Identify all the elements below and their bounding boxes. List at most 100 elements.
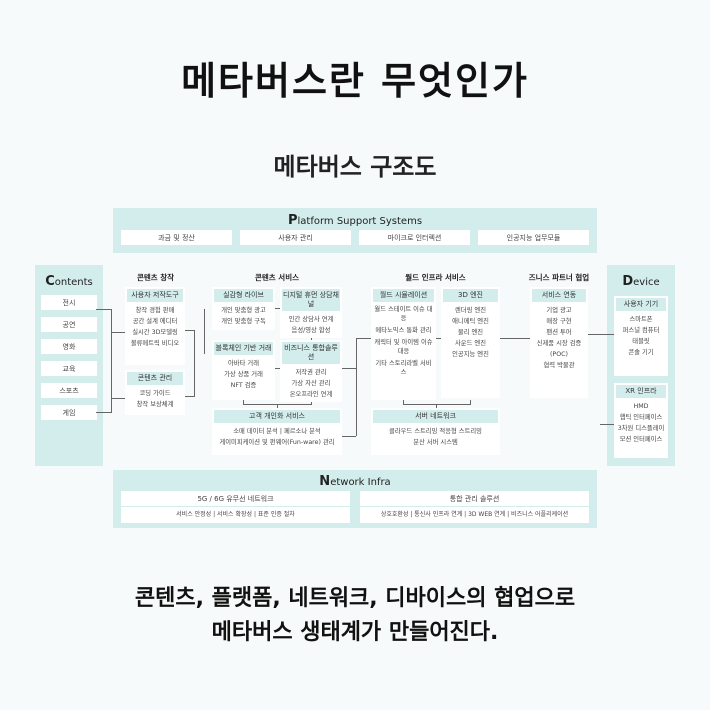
box-item: 소매 데이터 분석 | 페르소나 분석	[233, 428, 321, 435]
box-item: 개인 맞춤형 구독	[221, 318, 266, 325]
box-item: 게이미피케이션 및 펀웨어(Fun-ware) 관리	[219, 439, 335, 446]
box-header: 비즈니스 통합솔루션	[280, 340, 342, 364]
platform-item: 과금 및 정산	[121, 230, 232, 245]
box-item: 캐릭터 및 아이템 이슈 대응	[374, 339, 433, 355]
diagram-subtitle: 메타버스 구조도	[273, 153, 437, 181]
box-item: 클라우드 스트리밍 적응형 스트리밍	[389, 428, 482, 435]
box-header: XR 인프라	[614, 383, 668, 398]
box-header: 월드 시뮬레이션	[371, 287, 436, 302]
box-item: 기업 광고	[546, 307, 572, 314]
box-header: 서비스 연동	[530, 287, 588, 302]
column-header-service: 콘텐츠 서비스	[254, 273, 299, 282]
contents-item: 전시	[41, 295, 97, 310]
platform-item: 인공지능 업무모듈	[478, 230, 589, 245]
box-item: 개인 맞춤형 광고	[221, 307, 266, 314]
contents-panel: Contents 전시 공연 영화 교육 스포츠 게임	[35, 265, 103, 466]
box-item: 햅틱 인터페이스	[619, 414, 663, 421]
box-item: NFT 검증	[230, 382, 257, 389]
page-title: 메타버스란 무엇인가	[181, 59, 529, 103]
box-item: 메타노믹스 통화 관리	[375, 327, 432, 334]
network-mgmt-items: 상호호환성 | 통신사 인프라 연계 | 3D WEB 연계 | 비즈니스 어플…	[360, 507, 589, 523]
box-item: 공간 설계 에디터	[132, 318, 178, 325]
box-item: 분산 서버 시스템	[413, 439, 458, 446]
box-header: 사용자 저작도구	[125, 287, 185, 302]
box-item: 온오프라인 연계	[289, 391, 333, 398]
box-header: 서버 네트워크	[371, 408, 500, 423]
platform-item: 사용자 관리	[240, 230, 351, 245]
box-item: 볼류메트릭 비디오	[130, 340, 180, 347]
network-mgmt-header: 통합 관리 솔루션	[360, 491, 589, 507]
box-item: 스마트폰	[629, 316, 653, 323]
box-item: 신제품 시장 검증	[536, 340, 582, 347]
box-header: 사용자 기기	[614, 296, 668, 311]
box-item: 모션 인터페이스	[619, 436, 663, 443]
platform-title: Platform Support Systems	[287, 213, 423, 228]
box-item: 콘솔 기기	[628, 349, 654, 356]
box-item: 음성/영상 합성	[291, 327, 331, 334]
box-header: 콘텐츠 관리	[125, 370, 185, 385]
box-header: 3D 엔진	[441, 287, 500, 302]
bottom-caption: 콘텐츠, 플랫폼, 네트워크, 디바이스의 협업으로 메타버스 생태계가 만들어…	[0, 582, 710, 650]
box-item: 월드 스테이트 이슈 대응	[374, 306, 433, 322]
box-header: 블록체인 기반 거래	[212, 340, 275, 355]
column-header-world: 월드 인프라 서비스	[405, 273, 466, 282]
contents-item: 공연	[41, 317, 97, 332]
contents-title: Contents	[45, 274, 93, 289]
platform-support-panel: Platform Support Systems 과금 및 정산 사용자 관리 …	[113, 208, 597, 253]
caption-line: 콘텐츠, 플랫폼, 네트워크, 디바이스의 협업으로	[134, 586, 576, 611]
contents-item: 교육	[41, 361, 97, 376]
box-item: 저작권 관리	[295, 369, 327, 376]
box-item: 창작 보상체계	[136, 401, 174, 408]
box-header: 디지털 휴먼 상담채널	[280, 287, 342, 311]
box-item: 협력 박물관	[543, 362, 575, 369]
box-item: 팬션 투어	[546, 329, 572, 336]
caption-line: 메타버스 생태계가 만들어진다.	[211, 620, 499, 645]
box-item: 3차원 디스플레이	[617, 425, 665, 432]
box-item: 퍼스널 컴퓨터	[622, 327, 660, 334]
box-header: 고객 개인화 서비스	[212, 408, 342, 423]
box-header: 실감형 라이브	[212, 287, 275, 302]
box-item: 실시간 3D모델링	[132, 329, 178, 336]
box-item: 코딩 가이드	[139, 390, 171, 397]
box-item: 기타 스토리라벨 서비스	[375, 360, 432, 376]
contents-item: 영화	[41, 339, 97, 354]
box-item: (POC)	[549, 351, 569, 358]
device-title: Device	[622, 274, 660, 289]
network-infra-panel: Network Infra 5G / 6G 유무선 네트워크 서비스 안정성 |…	[113, 470, 597, 528]
box-item: 애니메틱 엔진	[452, 318, 489, 325]
platform-item: 마이크로 인터렉션	[359, 230, 470, 245]
network-5g-header: 5G / 6G 유무선 네트워크	[121, 491, 350, 507]
box-item: 창작 경험 판매	[135, 307, 175, 314]
column-header-creation: 콘텐츠 창작	[136, 273, 175, 282]
box-item: 렌더링 엔진	[455, 307, 486, 314]
box-item: 인간 상담사 연계	[288, 316, 334, 323]
box-item: 가상 상품 거래	[224, 371, 263, 378]
contents-item: 게임	[41, 405, 97, 420]
network-mgmt-box: 통합 관리 솔루션 상호호환성 | 통신사 인프라 연계 | 3D WEB 연계…	[360, 491, 589, 523]
network-title: Network Infra	[319, 474, 391, 489]
network-5g-items: 서비스 안정성 | 서비스 확장성 | 표준 인증 절차	[121, 507, 350, 523]
network-5g-box: 5G / 6G 유무선 네트워크 서비스 안정성 | 서비스 확장성 | 표준 …	[121, 491, 350, 523]
box-item: HMD	[633, 403, 649, 410]
box-item: 매장 구현	[546, 318, 572, 325]
box-item: 가상 자산 관리	[291, 380, 331, 387]
box-item: 인공지능 엔진	[452, 351, 489, 358]
box-item: 태블릿	[632, 338, 650, 345]
box-item: 사운드 엔진	[455, 340, 486, 347]
box-item: 물리 엔진	[457, 329, 484, 336]
contents-item: 스포츠	[41, 383, 97, 398]
box-item: 아바타 거래	[228, 360, 259, 367]
